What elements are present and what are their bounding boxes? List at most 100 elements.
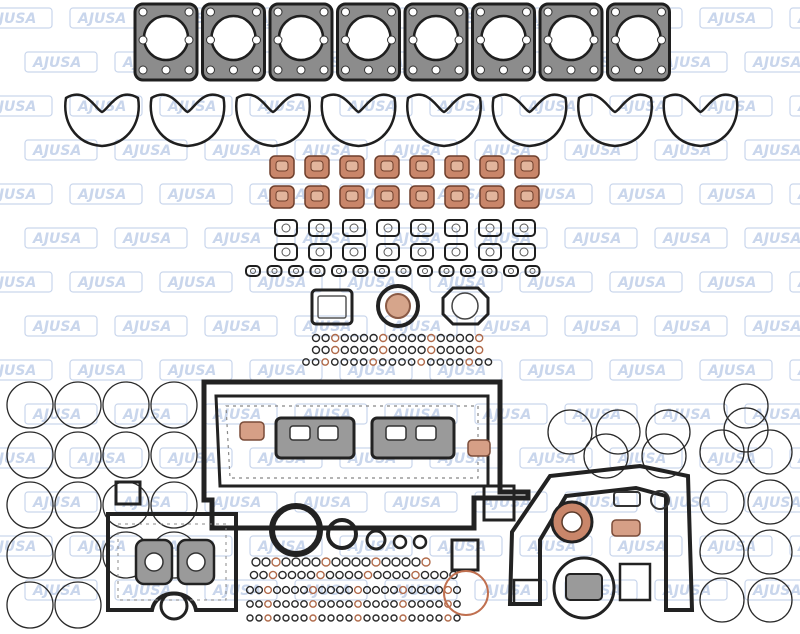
small-oring xyxy=(344,585,354,595)
copper-gasket xyxy=(269,155,295,179)
small-oring xyxy=(411,570,420,580)
watermark-tile xyxy=(699,359,773,381)
large-oring xyxy=(102,381,150,429)
watermark-logo: AJUSA xyxy=(0,539,36,555)
valve-cover-gasket xyxy=(662,93,739,148)
small-oring xyxy=(381,557,391,567)
watermark-logo: AJUSA xyxy=(0,99,36,115)
manifold-gasket xyxy=(410,243,434,261)
watermark-tile xyxy=(564,139,638,161)
small-oring xyxy=(455,345,465,355)
small-oring xyxy=(331,557,341,567)
watermark-logo: AJUSA xyxy=(347,275,396,291)
large-oring xyxy=(6,431,54,479)
manifold-gasket xyxy=(438,265,455,277)
watermark-tile xyxy=(429,535,503,557)
copper-gasket xyxy=(304,185,330,209)
small-oring xyxy=(417,614,425,622)
small-oring xyxy=(327,614,335,622)
small-oring xyxy=(311,345,321,355)
manifold-gasket xyxy=(266,265,283,277)
watermark-logo: AJUSA xyxy=(572,231,621,247)
small-oring xyxy=(398,585,408,595)
large-oring xyxy=(723,383,769,429)
small-oring xyxy=(261,557,271,567)
small-oring xyxy=(372,600,380,608)
small-oring xyxy=(408,600,416,608)
small-oring xyxy=(281,557,291,567)
small-oring xyxy=(263,585,273,595)
manifold-gasket xyxy=(512,243,536,261)
small-oring xyxy=(300,614,308,622)
small-oring xyxy=(371,557,381,567)
large-oring xyxy=(54,531,102,579)
small-oring xyxy=(417,333,426,343)
watermark-tile xyxy=(744,403,800,425)
front-cover-gasket xyxy=(106,480,238,621)
watermark-logo: AJUSA xyxy=(707,99,756,115)
oil-pan-gasket xyxy=(201,379,531,531)
large-oring xyxy=(747,577,793,623)
watermark-logo: AJUSA xyxy=(572,407,621,423)
watermark-logo: AJUSA xyxy=(167,363,216,379)
small-oring xyxy=(435,600,443,608)
manifold-gasket xyxy=(288,265,304,277)
small-oring xyxy=(420,570,430,580)
large-oring xyxy=(547,409,593,455)
small-oring xyxy=(380,585,390,595)
head-gasket xyxy=(606,2,671,82)
watermark-logo: AJUSA xyxy=(662,583,711,599)
copper-gasket xyxy=(514,185,540,209)
small-oring xyxy=(302,358,310,366)
watermark-logo: AJUSA xyxy=(32,231,81,247)
head-gasket xyxy=(538,2,604,82)
manifold-gasket xyxy=(374,265,390,277)
watermark-tile xyxy=(519,271,593,293)
copper-gasket xyxy=(479,185,505,209)
watermark-logo: AJUSA xyxy=(662,495,711,511)
small-oring xyxy=(361,557,371,567)
valve-cover-gasket xyxy=(235,93,311,148)
small-oring xyxy=(411,557,421,567)
copper-gasket xyxy=(339,155,365,179)
small-oring xyxy=(426,600,434,608)
watermark-logo: AJUSA xyxy=(572,319,621,335)
watermark-tile xyxy=(24,491,98,513)
watermark-logo: AJUSA xyxy=(482,143,531,159)
manifold-gasket xyxy=(331,265,347,277)
watermark-tile xyxy=(0,447,53,469)
copper-gasket xyxy=(374,185,400,209)
large-oring xyxy=(699,429,745,475)
watermark-logo: AJUSA xyxy=(662,231,711,247)
large-oring xyxy=(150,381,198,429)
small-oring xyxy=(287,570,297,580)
small-oring xyxy=(407,585,417,595)
large-oring xyxy=(54,431,102,479)
watermark-logo: AJUSA xyxy=(167,187,216,203)
watermark-tile xyxy=(744,315,800,337)
watermark-tile xyxy=(114,227,188,249)
head-gasket xyxy=(201,2,266,82)
small-oring xyxy=(344,570,354,580)
valve-cover-gasket xyxy=(64,93,140,148)
watermark-logo: AJUSA xyxy=(572,143,621,159)
small-oring xyxy=(330,358,339,366)
small-oring xyxy=(417,600,425,608)
watermark-logo: AJUSA xyxy=(32,495,81,511)
watermark-logo: AJUSA xyxy=(617,539,666,555)
small-oring xyxy=(297,570,306,580)
watermark-logo: AJUSA xyxy=(302,495,351,511)
manifold-gasket xyxy=(444,243,468,261)
manifold-gasket-rows xyxy=(245,219,541,277)
watermark-tile xyxy=(0,183,53,205)
small-oring xyxy=(341,557,351,567)
small-oring xyxy=(390,600,398,608)
small-oring xyxy=(426,614,434,622)
large-oring xyxy=(6,581,54,629)
manifold-gasket xyxy=(342,243,366,261)
small-oring xyxy=(381,614,389,622)
small-oring xyxy=(259,570,268,580)
small-oring xyxy=(407,358,416,366)
manifold-gasket xyxy=(274,219,298,237)
watermark-tile xyxy=(294,139,368,161)
